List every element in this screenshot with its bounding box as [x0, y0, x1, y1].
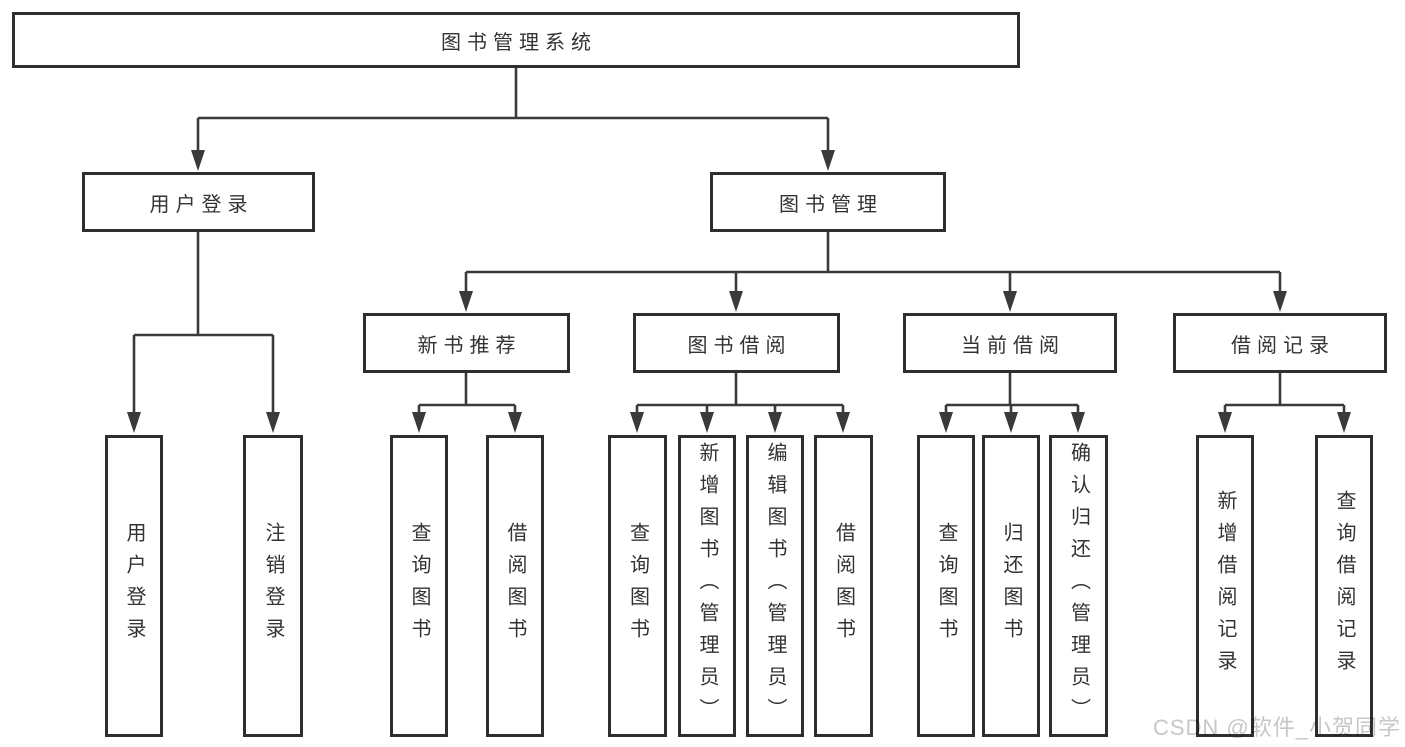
mid-node-book-borrowing: 图书借阅	[633, 313, 840, 373]
leaf-node-label: 归还图书	[1000, 522, 1022, 650]
leaf-node-user-login: 用户登录	[105, 435, 163, 737]
leaf-node-label: 用户登录	[123, 522, 145, 650]
mid-node-label: 借阅记录	[1231, 334, 1335, 357]
leaf-node-query-books: 查询图书	[390, 435, 448, 737]
leaf-node-borrow-books: 借阅图书	[486, 435, 544, 737]
leaf-node-label: 借阅图书	[832, 522, 855, 650]
mid-node-label: 新书推荐	[417, 334, 522, 357]
mid-node-label: 当前借阅	[961, 334, 1065, 357]
csdn-watermark: CSDN @软件_小贺同学	[1152, 715, 1401, 740]
leaf-node-label: 新增图书（管理员）	[696, 442, 718, 730]
leaf-node-label: 查询图书	[408, 522, 430, 650]
leaf-node-borrow-books: 借阅图书	[814, 435, 873, 737]
leaf-node-label: 编辑图书（管理员）	[764, 442, 786, 730]
branch-node-user-login: 用户登录	[82, 172, 315, 232]
branch-node-label: 图书管理	[779, 193, 883, 216]
leaf-node-label: 查询图书	[626, 522, 649, 650]
leaf-node-label: 注销登录	[262, 522, 284, 650]
mid-node-label: 图书借阅	[687, 334, 792, 357]
leaf-node-logout: 注销登录	[243, 435, 303, 737]
leaf-node-query-books: 查询图书	[608, 435, 667, 737]
branch-node-label: 用户登录	[149, 193, 254, 216]
leaf-node-confirm-return-admin: 确认归还（管理员）	[1049, 435, 1108, 737]
leaf-node-return-books: 归还图书	[982, 435, 1040, 737]
leaf-node-label: 借阅图书	[504, 522, 526, 650]
leaf-node-add-books-admin: 新增图书（管理员）	[678, 435, 736, 737]
leaf-node-query-books: 查询图书	[917, 435, 975, 737]
root-node-label: 图书管理系统	[441, 31, 597, 54]
mid-node-current-borrowing: 当前借阅	[903, 313, 1117, 373]
mid-node-new-book-recommendation: 新书推荐	[363, 313, 570, 373]
leaf-node-edit-books-admin: 编辑图书（管理员）	[746, 435, 804, 737]
leaf-node-label: 查询图书	[935, 522, 957, 650]
leaf-node-add-borrow-record: 新增借阅记录	[1196, 435, 1254, 737]
leaf-node-label: 确认归还（管理员）	[1067, 442, 1090, 730]
branch-node-book-management: 图书管理	[710, 172, 946, 232]
root-node-library-system: 图书管理系统	[12, 12, 1020, 68]
mid-node-borrowing-records: 借阅记录	[1173, 313, 1387, 373]
leaf-node-query-borrow-record: 查询借阅记录	[1315, 435, 1373, 737]
leaf-node-label: 查询借阅记录	[1333, 490, 1355, 682]
leaf-node-label: 新增借阅记录	[1214, 490, 1236, 682]
